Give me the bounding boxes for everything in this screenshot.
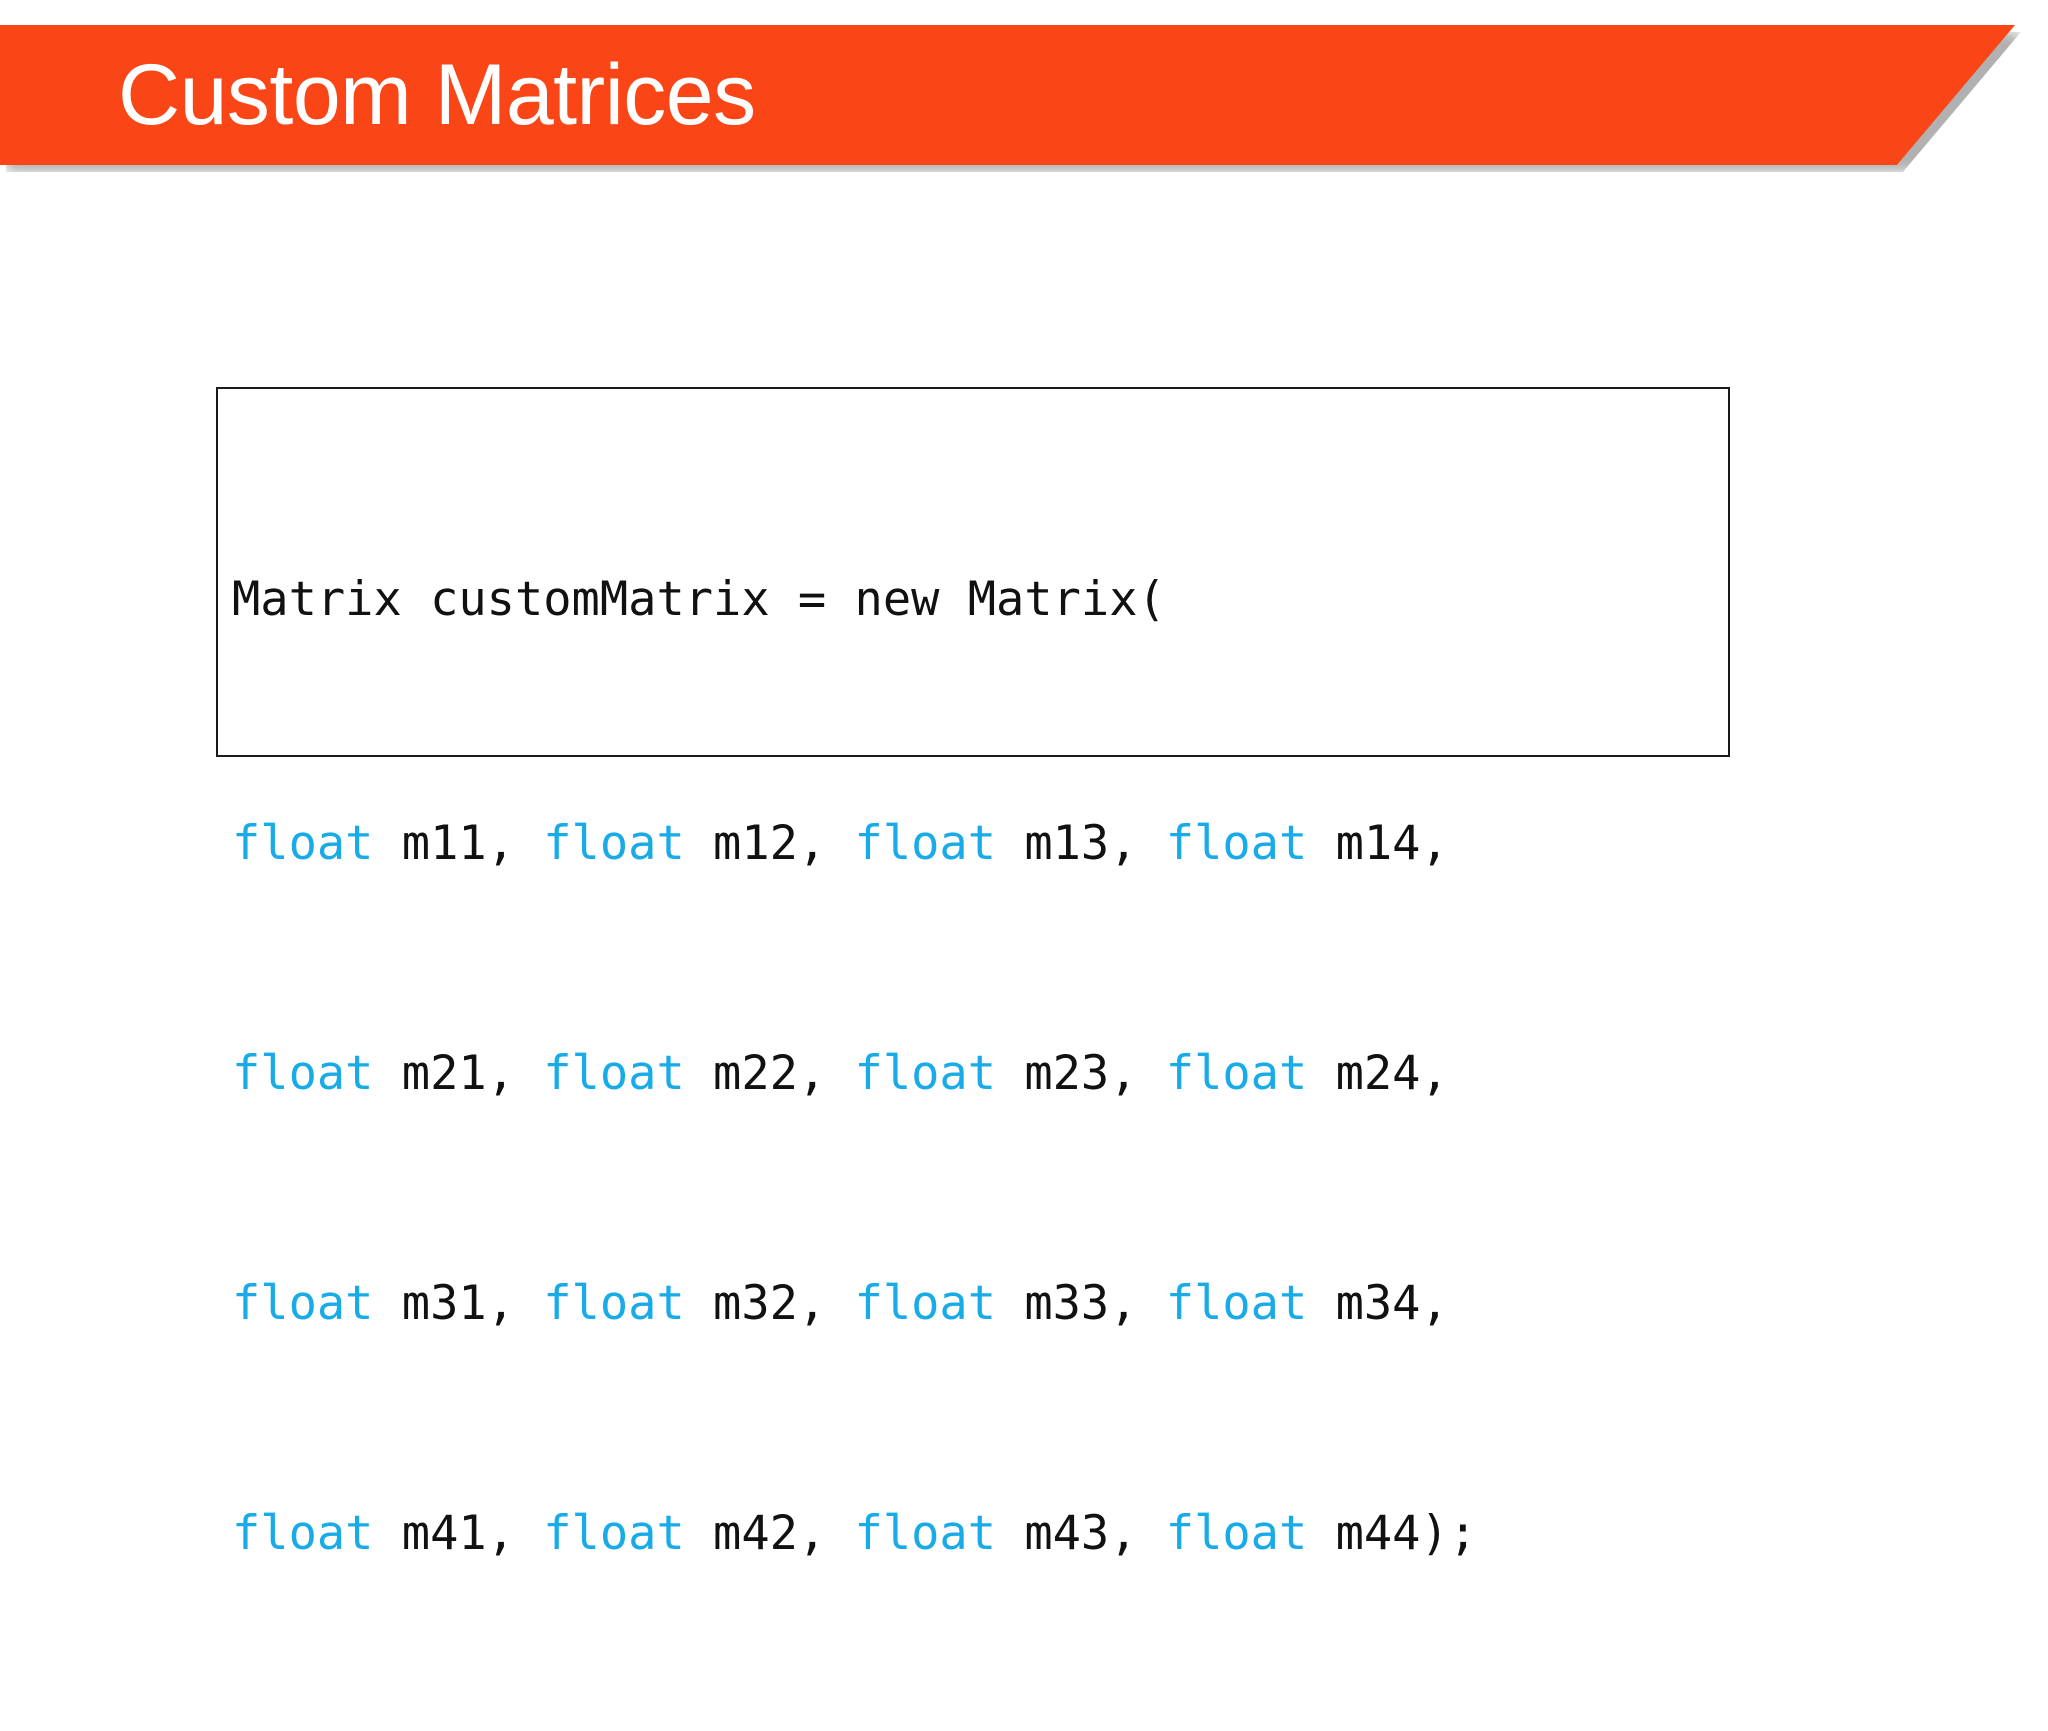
param-name: m13, (1024, 816, 1138, 871)
code-space (373, 816, 401, 871)
keyword-float: float (543, 1276, 685, 1331)
code-space (1138, 816, 1166, 871)
param-name: m11, (401, 816, 515, 871)
param-name: m32, (713, 1276, 827, 1331)
code-space (373, 1046, 401, 1101)
code-space (996, 816, 1024, 871)
keyword-float: float (232, 1046, 374, 1101)
keyword-float: float (543, 816, 685, 871)
param-name: m44); (1335, 1506, 1478, 1561)
keyword-float: float (543, 1506, 685, 1561)
code-space (826, 1276, 854, 1331)
param-name: m42, (713, 1506, 827, 1561)
code-line-declaration: Matrix customMatrix = new Matrix( (232, 560, 1477, 646)
code-space (685, 1046, 713, 1101)
slide-canvas: Custom Matrices Matrix customMatrix = ne… (0, 25, 2021, 1561)
code-space (515, 1506, 543, 1561)
keyword-float: float (854, 1506, 997, 1561)
code-space (685, 816, 713, 871)
code-line-row-4: float m41, float m42, float m43, float m… (232, 1501, 1477, 1566)
keyword-float: float (543, 1046, 685, 1101)
code-space (515, 816, 543, 871)
param-name: m34, (1335, 1276, 1449, 1331)
keyword-float: float (1165, 1046, 1308, 1101)
param-name: m21, (401, 1046, 515, 1101)
code-space (1307, 1276, 1335, 1331)
title-banner-shape (0, 25, 2015, 165)
keyword-float: float (854, 816, 997, 871)
param-name: m22, (713, 1046, 827, 1101)
param-name: m12, (713, 816, 827, 871)
code-space (826, 1506, 854, 1561)
code-space (373, 1276, 401, 1331)
param-name: m24, (1335, 1046, 1449, 1101)
code-space (685, 1506, 713, 1561)
code-declaration-text: Matrix customMatrix = new Matrix( (232, 572, 1166, 627)
keyword-float: float (1165, 1506, 1308, 1561)
code-space (996, 1506, 1024, 1561)
param-name: m41, (401, 1506, 515, 1561)
code-space (515, 1046, 543, 1101)
code-space (826, 1046, 854, 1101)
param-name: m33, (1024, 1276, 1138, 1331)
keyword-float: float (232, 1506, 374, 1561)
code-line-row-3: float m31, float m32, float m33, float m… (232, 1271, 1477, 1336)
param-name: m43, (1024, 1506, 1138, 1561)
title-banner: Custom Matrices (0, 25, 2021, 172)
code-line-row-2: float m21, float m22, float m23, float m… (232, 1041, 1477, 1106)
param-name: m23, (1024, 1046, 1138, 1101)
code-space (685, 1276, 713, 1331)
keyword-float: float (232, 1276, 374, 1331)
code-space (826, 816, 854, 871)
code-space (1307, 1506, 1335, 1561)
page-title: Custom Matrices (118, 47, 756, 143)
code-box: Matrix customMatrix = new Matrix( float … (216, 387, 1730, 1561)
code-space (996, 1046, 1024, 1101)
code-space (1307, 1046, 1335, 1101)
code-space (1138, 1276, 1166, 1331)
param-name: m31, (401, 1276, 515, 1331)
keyword-float: float (1165, 1276, 1308, 1331)
keyword-float: float (854, 1046, 997, 1101)
keyword-float: float (1165, 816, 1308, 871)
keyword-float: float (232, 816, 374, 871)
keyword-float: float (854, 1276, 997, 1331)
code-line-row-1: float m11, float m12, float m13, float m… (232, 811, 1477, 876)
code-space (996, 1276, 1024, 1331)
code-space (373, 1506, 401, 1561)
code-space (1138, 1046, 1166, 1101)
code-space (1307, 816, 1335, 871)
code-space (515, 1276, 543, 1331)
code-block: Matrix customMatrix = new Matrix( float … (232, 395, 1477, 1731)
code-space (1138, 1506, 1166, 1561)
param-name: m14, (1335, 816, 1449, 871)
